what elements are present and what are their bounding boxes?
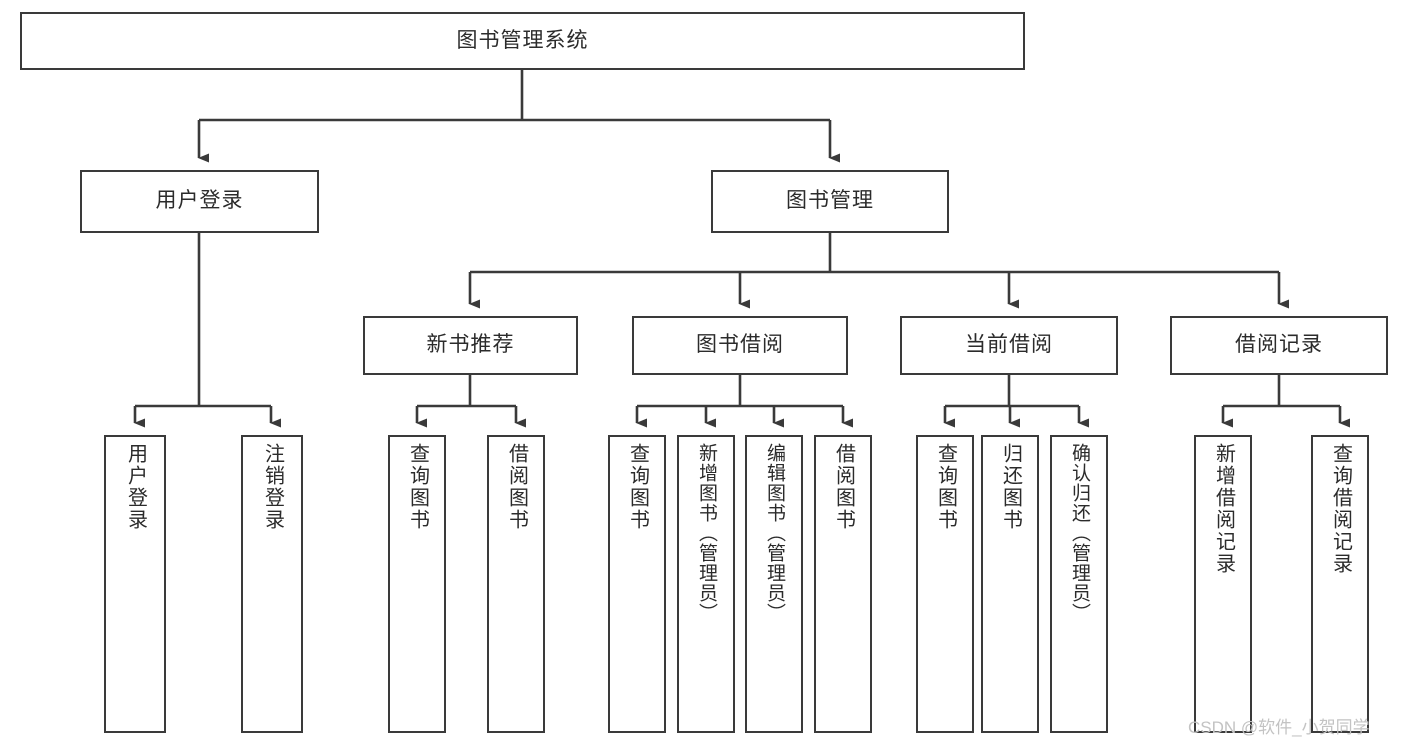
node-cb-query-label: 查询图书 bbox=[934, 443, 957, 531]
node-br-query[interactable]: 查询借阅记录 bbox=[1311, 435, 1369, 733]
node-book-manage[interactable]: 图书管理 bbox=[711, 170, 949, 233]
node-bb-borrow-label: 借阅图书 bbox=[832, 443, 855, 531]
node-user-login-label: 用户登录 bbox=[155, 189, 244, 213]
node-current-borrow[interactable]: 当前借阅 bbox=[900, 316, 1118, 375]
node-br-add[interactable]: 新增借阅记录 bbox=[1194, 435, 1252, 733]
node-bb-query-label: 查询图书 bbox=[626, 443, 649, 531]
node-new-book-rec-label: 新书推荐 bbox=[426, 333, 515, 357]
node-book-borrow-label: 图书借阅 bbox=[696, 333, 784, 357]
node-bb-borrow[interactable]: 借阅图书 bbox=[814, 435, 872, 733]
node-nbr-query-label: 查询图书 bbox=[406, 443, 429, 531]
node-nbr-borrow-label: 借阅图书 bbox=[505, 443, 528, 531]
node-new-book-rec[interactable]: 新书推荐 bbox=[363, 316, 578, 375]
node-user-logout[interactable]: 注销登录 bbox=[241, 435, 303, 733]
node-root[interactable]: 图书管理系统 bbox=[20, 12, 1025, 70]
node-cb-return-label: 归还图书 bbox=[999, 443, 1022, 531]
node-bb-add[interactable]: 新增图书（管理员） bbox=[677, 435, 735, 733]
node-root-label: 图书管理系统 bbox=[456, 28, 589, 52]
node-book-borrow[interactable]: 图书借阅 bbox=[632, 316, 848, 375]
node-br-query-label: 查询借阅记录 bbox=[1329, 443, 1352, 575]
node-bb-query[interactable]: 查询图书 bbox=[608, 435, 666, 733]
node-cb-return[interactable]: 归还图书 bbox=[981, 435, 1039, 733]
node-user-login-do[interactable]: 用户登录 bbox=[104, 435, 166, 733]
node-cb-confirm[interactable]: 确认归还（管理员） bbox=[1050, 435, 1108, 733]
node-current-borrow-label: 当前借阅 bbox=[965, 333, 1053, 357]
node-br-add-label: 新增借阅记录 bbox=[1212, 443, 1235, 575]
node-user-login-do-label: 用户登录 bbox=[124, 443, 147, 531]
node-borrow-record[interactable]: 借阅记录 bbox=[1170, 316, 1388, 375]
node-bb-add-label: 新增图书（管理员） bbox=[695, 443, 717, 623]
node-user-logout-label: 注销登录 bbox=[261, 443, 284, 531]
node-nbr-borrow[interactable]: 借阅图书 bbox=[487, 435, 545, 733]
node-cb-query[interactable]: 查询图书 bbox=[916, 435, 974, 733]
node-user-login[interactable]: 用户登录 bbox=[80, 170, 319, 233]
node-bb-edit-label: 编辑图书（管理员） bbox=[763, 443, 785, 623]
node-book-manage-label: 图书管理 bbox=[786, 189, 874, 213]
node-nbr-query[interactable]: 查询图书 bbox=[388, 435, 446, 733]
node-cb-confirm-label: 确认归还（管理员） bbox=[1068, 443, 1090, 623]
csdn-watermark: CSDN @软件_小贺同学 bbox=[1188, 718, 1370, 737]
node-borrow-record-label: 借阅记录 bbox=[1235, 333, 1323, 357]
node-bb-edit[interactable]: 编辑图书（管理员） bbox=[745, 435, 803, 733]
